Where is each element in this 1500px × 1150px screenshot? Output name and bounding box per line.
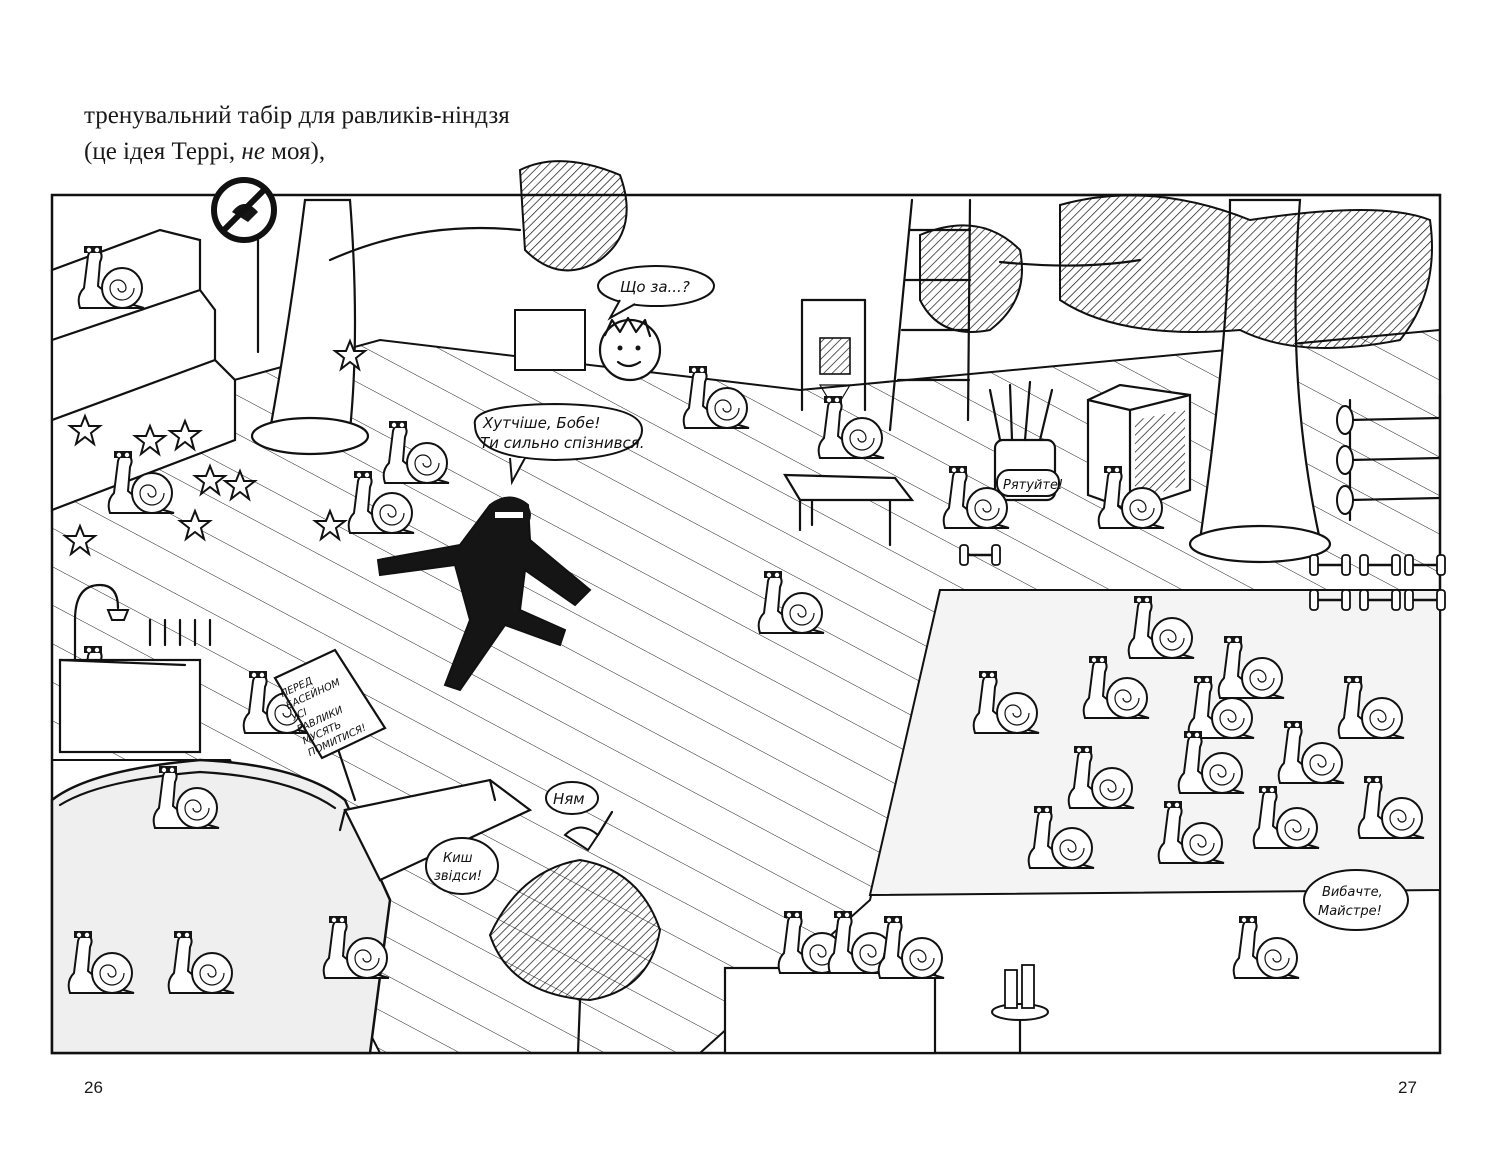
tree-icon — [250, 160, 628, 456]
pool-sign: ПЕРЕД БАСЕЙНОМ УСІ РАВЛИКИ МУСЯТЬ ПОМИТИ… — [273, 648, 387, 802]
sensei-speech-line-2: Ти сильно спізнився. — [480, 434, 645, 452]
caption-line-2-emphasis: не — [241, 138, 265, 165]
sorry-speech-line-2: Майстре! — [1318, 904, 1382, 919]
tree-icon — [488, 810, 662, 1055]
speech-bubble-bird: Ням — [545, 781, 599, 815]
page-number-right: 27 — [1398, 1078, 1417, 1097]
speech-bubble-sorry: Вибачте, Майстре! — [1303, 869, 1409, 931]
caption-line-1: тренувальний табір для равликів-ніндзя — [84, 102, 510, 129]
sensei-speech-line-1: Хутчіше, Бобе! — [482, 414, 600, 432]
terry-speech: Що за...? — [620, 278, 690, 296]
weight-machine — [800, 298, 867, 412]
pool — [50, 758, 392, 1055]
speech-bubble-sensei: Хутчіше, Бобе! Ти сильно спізнився. — [473, 402, 645, 486]
bird-speech: Ням — [553, 790, 585, 808]
shoo-speech-line-1: Киш — [443, 851, 473, 866]
page-number-left: 26 — [84, 1078, 103, 1097]
tree-icon — [919, 194, 1433, 564]
caption-line-2-end: моя), — [264, 138, 326, 165]
weight-rack — [1336, 393, 1442, 522]
caption-line-2: (це ідея Террі, не моя), — [84, 134, 510, 170]
caption: тренувальний табір для равликів-ніндзя (… — [84, 98, 510, 170]
shoo-speech-line-2: звідси! — [434, 869, 482, 884]
speech-bubble-terry: Що за...? — [597, 265, 715, 321]
ninja-sensei — [376, 496, 592, 692]
shower-icon — [58, 583, 212, 754]
spectator-bench — [723, 910, 945, 1055]
speech-bubble-rescue: Рятуйте! — [996, 469, 1063, 497]
sorry-speech-line-1: Вибачте, — [1322, 885, 1383, 900]
diving-board — [338, 778, 533, 882]
rescue-speech: Рятуйте! — [1003, 478, 1063, 493]
terry — [514, 309, 662, 382]
no-birds-sign-icon — [211, 177, 277, 354]
speech-bubble-shoo: Киш звідси! — [425, 837, 499, 895]
caption-line-2-start: (це ідея Террі, — [84, 138, 242, 165]
side-table — [991, 964, 1049, 1055]
bench — [783, 473, 915, 547]
